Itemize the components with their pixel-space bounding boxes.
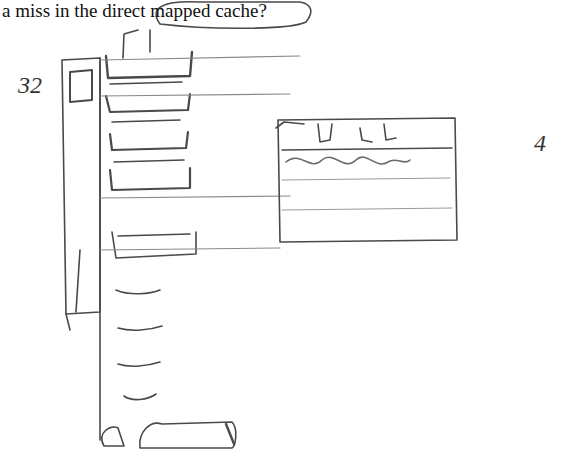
tray-line <box>112 120 180 122</box>
dash <box>118 326 162 330</box>
column-outline <box>62 58 100 314</box>
bottom-shape <box>102 427 124 446</box>
tray <box>110 132 188 150</box>
scribble <box>286 157 410 164</box>
box-divider <box>282 148 452 150</box>
tray-line <box>118 234 190 236</box>
tray-line <box>110 82 182 84</box>
pen-bracket <box>123 30 150 58</box>
handwritten-number: 32 <box>18 72 42 99</box>
tray-line <box>114 160 184 162</box>
dash <box>118 362 160 366</box>
tray <box>106 94 190 112</box>
column-mark <box>66 250 80 330</box>
row-line <box>100 56 300 250</box>
tray <box>110 168 190 190</box>
box-line <box>282 178 452 210</box>
dash <box>124 394 156 400</box>
handwritten-number: 4 <box>534 130 546 157</box>
tray <box>112 232 196 258</box>
question-text: a miss in the direct mapped cache? <box>2 0 267 22</box>
box-mark <box>276 122 396 142</box>
dash <box>116 290 160 294</box>
tray <box>106 52 192 78</box>
bottom-mark <box>226 424 234 444</box>
column-edge <box>99 58 101 440</box>
cache-box <box>278 118 457 242</box>
small-block <box>70 70 92 102</box>
bottom-shape <box>140 422 236 448</box>
